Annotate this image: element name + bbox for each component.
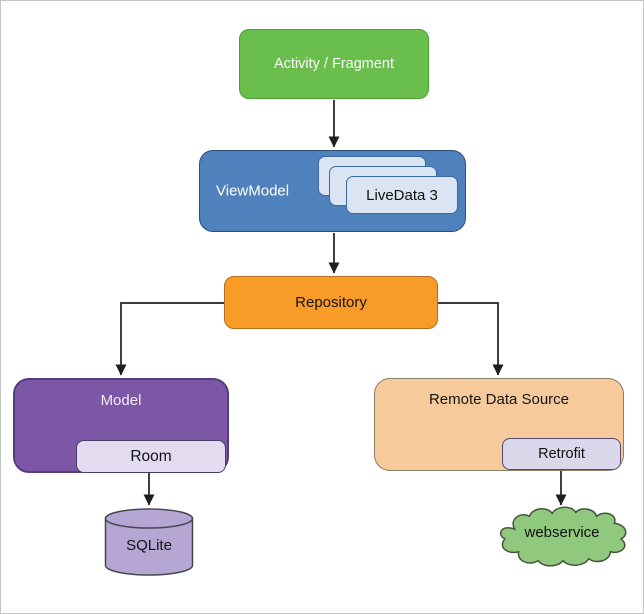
room-label: Room	[130, 447, 172, 465]
arrow-repository-to-model	[115, 302, 224, 376]
cylinder-top-rim	[104, 518, 194, 529]
arrow-repository-to-remote	[438, 302, 504, 376]
cloud-shape	[499, 506, 627, 567]
sqlite-label: SQLite	[126, 537, 172, 554]
webservice-cloud-icon	[499, 506, 627, 567]
node-remote-data-source: Remote Data Source Retrofit	[374, 378, 624, 471]
livedata-label: LiveData 3	[366, 186, 438, 204]
sqlite-cylinder-icon	[104, 508, 194, 576]
remote-data-source-label: Remote Data Source	[428, 391, 570, 408]
repository-label: Repository	[295, 294, 367, 311]
webservice-label: webservice	[524, 524, 600, 541]
cylinder-body	[104, 508, 194, 576]
node-repository: Repository	[224, 276, 438, 329]
connector-group	[115, 100, 567, 506]
model-label: Model	[100, 392, 142, 409]
activity-fragment-label: Activity / Fragment	[273, 56, 395, 72]
node-viewmodel: ViewModel LiveData 3	[199, 150, 466, 232]
node-model: Model Room	[13, 378, 229, 473]
livedata-card-front: LiveData 3	[346, 176, 458, 214]
viewmodel-label: ViewModel	[216, 182, 290, 200]
retrofit-card: Retrofit	[502, 438, 621, 470]
node-activity-fragment: Activity / Fragment	[239, 29, 429, 99]
retrofit-label: Retrofit	[538, 446, 585, 462]
room-card: Room	[76, 440, 226, 473]
